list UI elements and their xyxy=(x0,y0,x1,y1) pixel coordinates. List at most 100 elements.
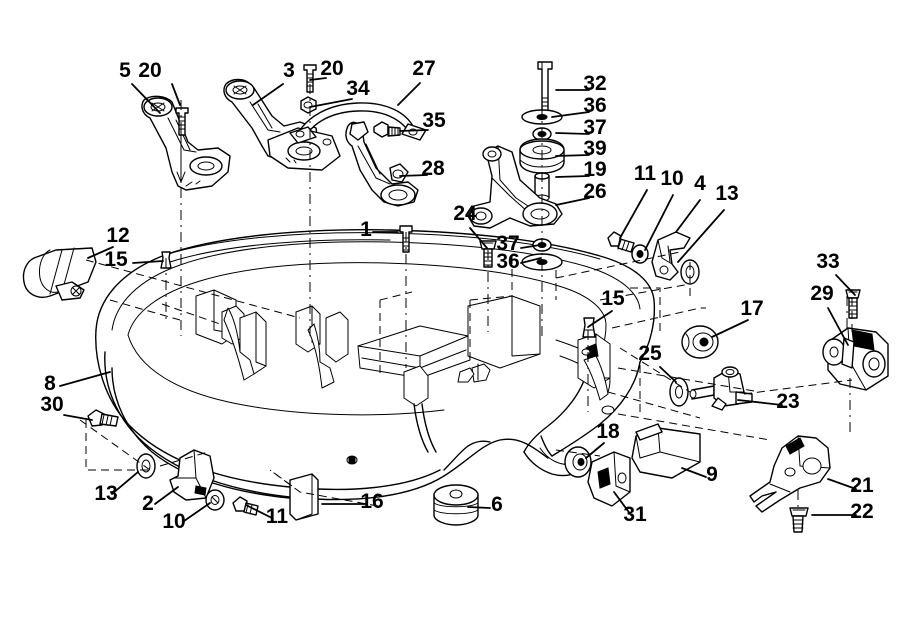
callout-label-10b: 10 xyxy=(162,510,185,533)
callout-leader-15b xyxy=(587,310,613,328)
callout-label-35: 35 xyxy=(422,109,446,132)
callout-leader-25 xyxy=(659,366,677,383)
callout-leader-36b xyxy=(520,257,542,264)
callout-label-28: 28 xyxy=(421,157,445,180)
part-25-washer xyxy=(669,377,689,407)
callout-leader-13a xyxy=(677,209,725,263)
callout-label-22: 22 xyxy=(850,500,873,523)
callout-label-17: 17 xyxy=(740,297,763,320)
callout-label-4: 4 xyxy=(694,172,706,195)
callout-leader-11b xyxy=(245,504,273,519)
callout-label-36a: 36 xyxy=(583,94,606,117)
callout-label-11b: 11 xyxy=(266,505,289,528)
callout-label-16: 16 xyxy=(360,490,383,513)
callout-label-36b: 36 xyxy=(496,250,519,273)
part-17-bushing xyxy=(681,325,719,359)
part-10-washer-lower xyxy=(205,489,225,511)
callout-leader-3 xyxy=(252,83,284,106)
callout-label-27: 27 xyxy=(412,57,435,80)
callout-label-39: 39 xyxy=(583,137,606,160)
callout-label-10a: 10 xyxy=(660,167,683,190)
callout-leader-17 xyxy=(711,319,749,338)
callout-leader-30 xyxy=(63,414,93,421)
part-28-latch-hook-bracket xyxy=(345,121,419,207)
part-29-33-latch-block xyxy=(822,289,889,391)
callout-leader-15a xyxy=(132,260,164,264)
callout-leader-24 xyxy=(469,227,488,249)
part-5-port-steering-bracket-arm xyxy=(141,95,231,191)
callout-leader-29 xyxy=(827,307,849,346)
part-23-latch-shaft-assembly xyxy=(689,366,753,411)
part-21-latch-lever xyxy=(749,435,831,513)
callout-label-37a: 37 xyxy=(583,116,606,139)
callout-label-18: 18 xyxy=(596,420,620,443)
callout-label-33: 33 xyxy=(816,250,839,273)
callout-label-20a: 20 xyxy=(138,59,161,82)
callout-leader-11a xyxy=(619,189,648,239)
callout-label-12: 12 xyxy=(106,224,129,247)
callout-leader-26 xyxy=(555,197,590,206)
callout-label-3: 3 xyxy=(283,59,295,82)
callout-leader-31 xyxy=(613,491,632,516)
callout-leader-28 xyxy=(399,174,428,177)
cowl-interior-details xyxy=(195,289,615,465)
callout-leader-6 xyxy=(467,506,491,509)
callout-leader-20b xyxy=(309,77,327,81)
part-6-grommet xyxy=(433,484,479,526)
part-18-bushing xyxy=(564,446,592,478)
callout-leader-4 xyxy=(675,199,701,233)
callout-label-20b: 20 xyxy=(320,57,343,80)
part-20-screws xyxy=(175,64,317,136)
callout-label-31: 31 xyxy=(623,503,647,526)
callout-label-32: 32 xyxy=(583,72,606,95)
callout-leader-2 xyxy=(154,486,179,505)
part-3-starboard-steering-bracket-arm xyxy=(223,78,341,171)
callout-label-2: 2 xyxy=(142,492,154,515)
part-26-swivel-bracket xyxy=(467,145,563,229)
callout-leader-8 xyxy=(59,371,111,387)
callout-label-6: 6 xyxy=(491,493,503,516)
callout-leader-35 xyxy=(399,129,429,132)
callout-label-30: 30 xyxy=(40,393,63,416)
callout-leader-13b xyxy=(111,471,139,495)
callout-leader-20a xyxy=(171,83,181,106)
callout-label-26: 26 xyxy=(583,180,606,203)
callout-leader-27 xyxy=(397,82,421,106)
callout-label-24: 24 xyxy=(453,202,477,225)
callout-label-34: 34 xyxy=(346,77,370,100)
callout-leader-34 xyxy=(309,98,353,108)
callout-label-15b: 15 xyxy=(601,287,625,310)
part-16-pad xyxy=(289,473,319,521)
callout-leader-37a xyxy=(555,132,590,135)
part-22-screw xyxy=(789,507,809,533)
callout-label-25: 25 xyxy=(638,342,662,365)
callout-label-11a: 11 xyxy=(634,162,657,185)
callout-label-13b: 13 xyxy=(94,482,117,505)
callout-leader-21 xyxy=(827,478,857,490)
part-11-10-4-13-group xyxy=(607,231,700,285)
part-35-screw xyxy=(373,121,401,138)
callout-label-15a: 15 xyxy=(104,248,128,271)
callout-leader-9 xyxy=(681,467,707,478)
callout-leader-36a xyxy=(551,111,590,118)
part-2-bracket xyxy=(169,449,215,501)
callout-label-5: 5 xyxy=(119,59,131,82)
callout-leader-39 xyxy=(555,154,590,157)
callout-leader-10a xyxy=(644,194,674,251)
callout-leader-37b xyxy=(520,244,541,249)
part-31-wedge xyxy=(587,451,631,507)
assembly-dash-lines xyxy=(79,62,853,508)
callout-leader-23 xyxy=(737,399,783,406)
callout-label-37b: 37 xyxy=(496,232,519,255)
callout-label-19: 19 xyxy=(583,158,606,181)
callout-label-13a: 13 xyxy=(715,182,738,205)
part-30-screw xyxy=(87,409,119,427)
callout-label-29: 29 xyxy=(810,282,833,305)
callout-leader-18 xyxy=(585,442,605,459)
part-11-screw-lower xyxy=(232,496,259,516)
callout-label-8: 8 xyxy=(44,372,56,395)
callout-label-1: 1 xyxy=(360,218,372,241)
